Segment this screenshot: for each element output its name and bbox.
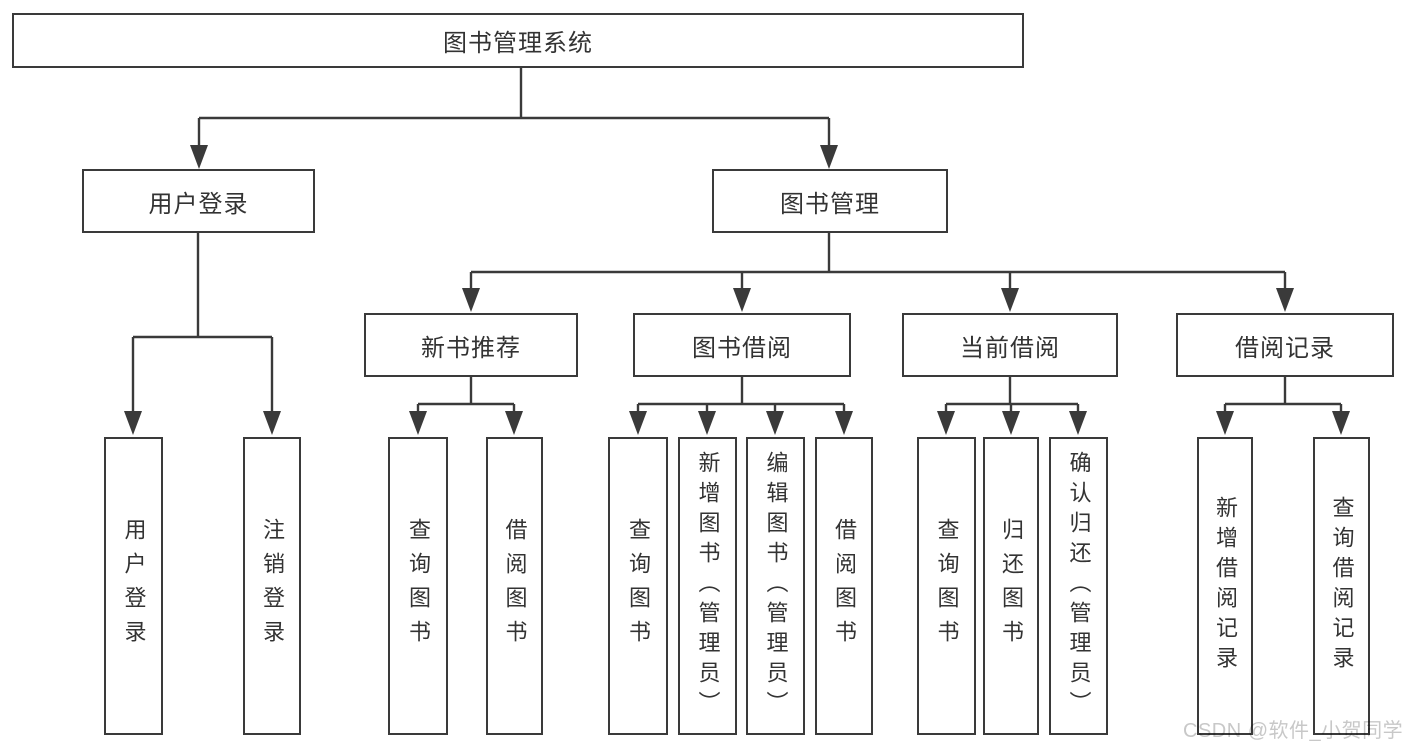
connector-borrowing-to-leaves: [636, 377, 846, 413]
connector-current-to-leaves: [944, 377, 1080, 413]
leaf-label: 确认归还（管理员）: [1066, 451, 1092, 721]
leaf-user-login: 用户登录: [104, 437, 163, 735]
arrowhead-bw-edit: [766, 411, 784, 435]
leaf-label: 查询借阅记录: [1329, 496, 1355, 676]
node-book-management: 图书管理: [712, 169, 948, 233]
leaf-add-book-admin: 新增图书（管理员）: [678, 437, 737, 735]
leaf-add-borrow-record: 新增借阅记录: [1197, 437, 1253, 735]
arrowhead-nb-borrow: [505, 411, 523, 435]
leaf-query-books-2: 查询图书: [608, 437, 668, 735]
node-borrow-records: 借阅记录: [1176, 313, 1394, 377]
arrowhead-records: [1276, 288, 1294, 312]
leaf-return-books: 归还图书: [983, 437, 1039, 735]
arrowhead-leaf-user-login: [124, 411, 142, 435]
leaf-query-borrow-record: 查询借阅记录: [1313, 437, 1370, 735]
node-book-borrowing: 图书借阅: [633, 313, 851, 377]
arrowhead-rc-add: [1216, 411, 1234, 435]
connector-records-to-leaves: [1223, 377, 1343, 413]
leaf-label: 借阅图书: [832, 518, 857, 654]
arrowhead-current: [1001, 288, 1019, 312]
leaf-borrow-books-2: 借阅图书: [815, 437, 873, 735]
arrowhead-nb-query: [409, 411, 427, 435]
leaf-label: 查询图书: [626, 518, 651, 654]
leaf-label: 查询图书: [406, 518, 431, 654]
leaf-label: 归还图书: [999, 518, 1024, 654]
node-new-book-recommend: 新书推荐: [364, 313, 578, 377]
arrowhead-user-login: [190, 145, 208, 169]
arrowhead-new-books: [462, 288, 480, 312]
connector-user-login-to-leaves: [131, 233, 274, 413]
leaf-label: 注销登录: [260, 518, 285, 654]
arrowhead-bw-add: [698, 411, 716, 435]
watermark-text: CSDN @软件_小贺同学: [1183, 720, 1404, 742]
connector-book-mgmt-to-level3: [469, 233, 1287, 290]
leaf-confirm-return-admin: 确认归还（管理员）: [1049, 437, 1108, 735]
leaf-query-books-1: 查询图书: [388, 437, 448, 735]
arrowhead-book-management: [820, 145, 838, 169]
node-user-login: 用户登录: [82, 169, 315, 233]
leaf-edit-book-admin: 编辑图书（管理员）: [746, 437, 805, 735]
arrowhead-borrowing: [733, 288, 751, 312]
node-root-title: 图书管理系统: [12, 13, 1024, 68]
arrowhead-bw-query: [629, 411, 647, 435]
arrowhead-leaf-logout: [263, 411, 281, 435]
connector-new-books-to-leaves: [416, 377, 516, 413]
leaf-logout: 注销登录: [243, 437, 301, 735]
leaf-query-books-3: 查询图书: [917, 437, 976, 735]
arrowhead-cu-return: [1002, 411, 1020, 435]
leaf-label: 借阅图书: [502, 518, 528, 654]
arrowhead-cu-confirm: [1069, 411, 1087, 435]
leaf-label: 编辑图书（管理员）: [763, 451, 789, 721]
leaf-borrow-books-1: 借阅图书: [486, 437, 543, 735]
arrowhead-bw-borrow: [835, 411, 853, 435]
leaf-label: 新增借阅记录: [1213, 496, 1238, 676]
arrowhead-rc-query: [1332, 411, 1350, 435]
leaf-label: 用户登录: [121, 518, 147, 654]
leaf-label: 新增图书（管理员）: [695, 451, 721, 721]
connector-root-to-level2: [197, 68, 831, 147]
node-current-borrowing: 当前借阅: [902, 313, 1118, 377]
arrowhead-cu-query: [937, 411, 955, 435]
leaf-label: 查询图书: [934, 518, 960, 654]
